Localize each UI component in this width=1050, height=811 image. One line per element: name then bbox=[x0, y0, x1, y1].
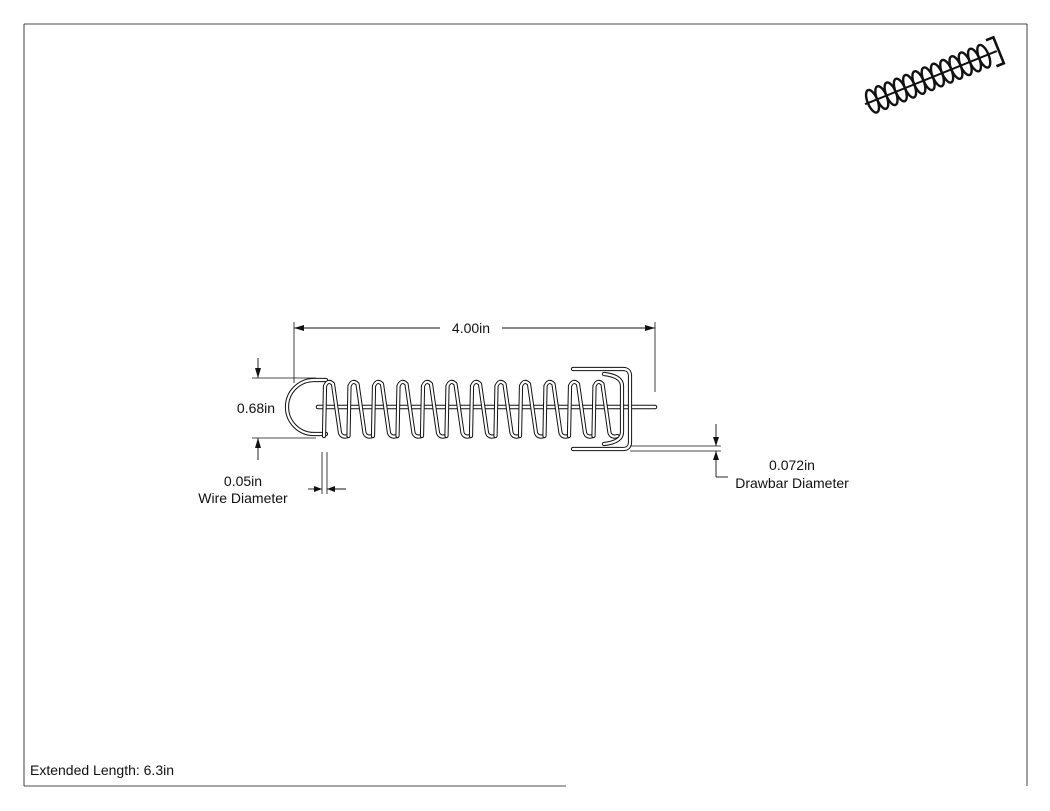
spring-front-view bbox=[284, 366, 658, 452]
diameter-label: 0.68in bbox=[237, 400, 275, 416]
spring-coil bbox=[518, 380, 546, 438]
length-label: 4.00in bbox=[452, 320, 490, 336]
wire-diameter-caption: Wire Diameter bbox=[198, 490, 288, 506]
spring-coil bbox=[371, 380, 399, 438]
isometric-end-hook bbox=[985, 35, 1006, 68]
right-end-bracket bbox=[570, 366, 633, 452]
wire-diameter-value: 0.05in bbox=[224, 473, 262, 489]
isometric-coils bbox=[864, 43, 998, 114]
spring-coil bbox=[494, 380, 521, 438]
diameter-dimension: 0.68in bbox=[237, 358, 316, 460]
drawbar-diameter-dimension: 0.072in Drawbar Diameter bbox=[630, 424, 849, 491]
left-hook-loop bbox=[284, 377, 329, 437]
isometric-preview bbox=[864, 35, 1006, 114]
spring-coil bbox=[543, 380, 570, 438]
isometric-drawbar bbox=[864, 50, 998, 106]
spring-coil bbox=[469, 380, 497, 438]
spring-coil bbox=[396, 380, 423, 438]
spring-coil bbox=[420, 380, 448, 438]
spring-coils bbox=[321, 379, 620, 439]
spring-coil bbox=[592, 380, 619, 438]
spring-coil bbox=[322, 380, 350, 438]
spring-coil bbox=[347, 380, 374, 438]
spring-coil bbox=[567, 380, 595, 438]
drawbar-diameter-caption: Drawbar Diameter bbox=[735, 475, 849, 491]
length-dimension: 4.00in bbox=[293, 320, 656, 392]
spring-coil bbox=[445, 380, 472, 438]
wire-diameter-dimension: 0.05in Wire Diameter bbox=[198, 452, 346, 506]
sheet-frame bbox=[23, 23, 1028, 787]
drawbar-diameter-value: 0.072in bbox=[769, 457, 815, 473]
extended-length-note: Extended Length: 6.3in bbox=[30, 762, 174, 778]
